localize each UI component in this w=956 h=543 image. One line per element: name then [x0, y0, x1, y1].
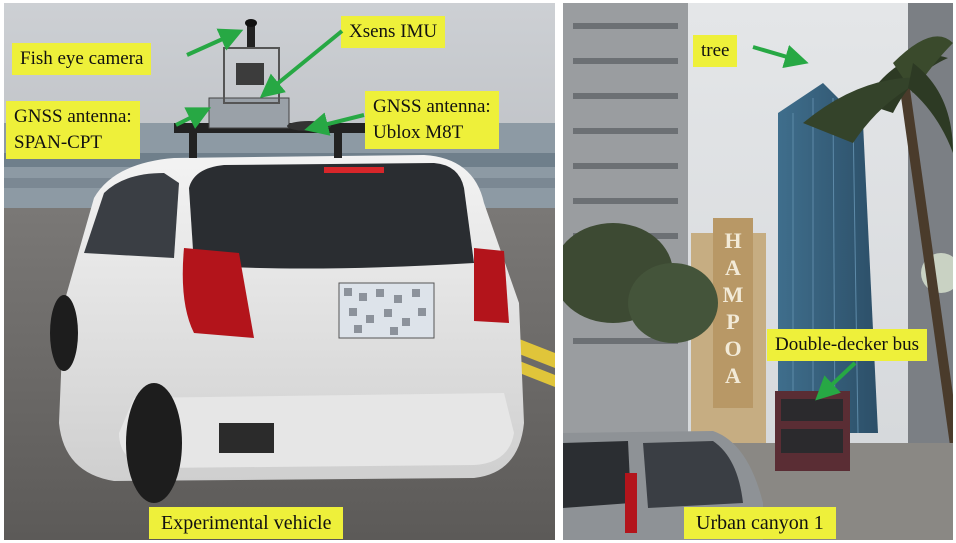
car — [50, 155, 524, 503]
caption-urban-canyon-1: Urban canyon 1 — [684, 507, 836, 539]
caption-experimental-vehicle: Experimental vehicle — [149, 507, 344, 539]
experimental-vehicle-photo: Fish eye camera Xsens IMU GNSS antenna: … — [4, 3, 555, 540]
palm-tree — [803, 36, 953, 452]
label-fisheye-camera: Fish eye camera — [12, 43, 152, 75]
label-gnss-span-cpt-line1: GNSS antenna: — [14, 106, 132, 127]
urban-canyon-scene: HAM POA — [563, 3, 953, 540]
label-double-decker-bus: Double-decker bus — [767, 329, 928, 361]
label-gnss-ublox-line1: GNSS antenna: — [373, 96, 491, 117]
label-gnss-ublox-m8t: GNSS antenna: Ublox M8T — [365, 91, 499, 149]
svg-text:P: P — [726, 309, 739, 334]
left-tower — [563, 3, 688, 443]
svg-text:A: A — [725, 255, 741, 280]
svg-text:O: O — [724, 336, 741, 361]
svg-text:H: H — [724, 228, 741, 253]
label-gnss-span-cpt-line2: SPAN-CPT — [14, 132, 103, 153]
sensor-rig — [174, 19, 404, 158]
svg-text:M: M — [723, 282, 744, 307]
svg-text:A: A — [725, 363, 741, 388]
double-decker-bus — [775, 391, 850, 471]
label-gnss-ublox-line2: Ublox M8T — [373, 122, 464, 143]
label-gnss-span-cpt: GNSS antenna: SPAN-CPT — [6, 101, 140, 159]
label-xsens-imu: Xsens IMU — [341, 16, 446, 48]
rear-wheel — [126, 383, 182, 503]
vehicle-scene — [4, 3, 555, 540]
label-tree: tree — [693, 35, 738, 67]
